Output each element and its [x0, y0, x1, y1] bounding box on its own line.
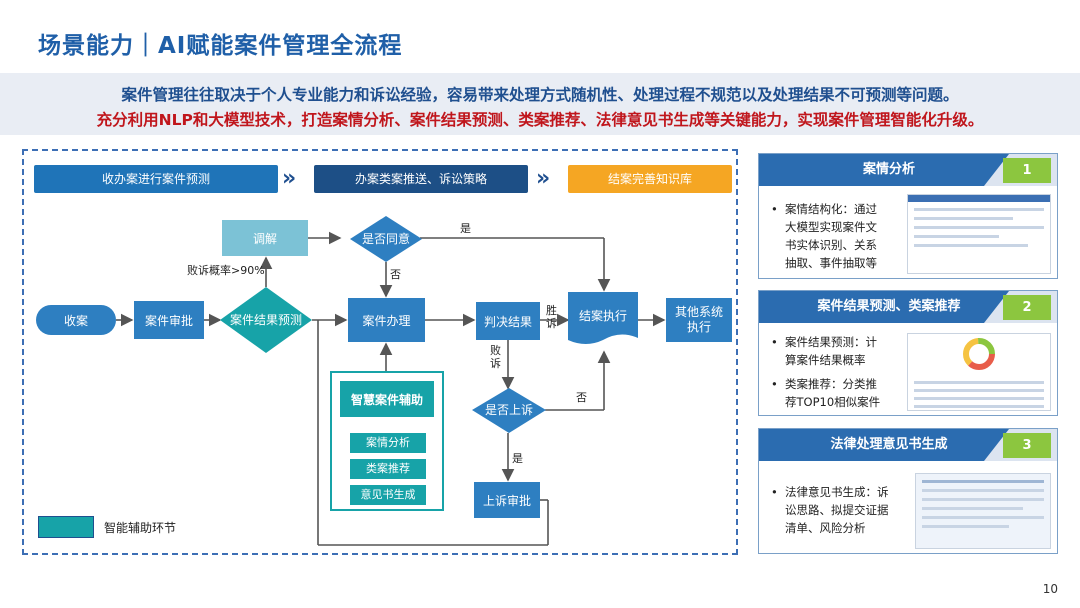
banner-line-2: 充分利用NLP和大模型技术，打造案情分析、案件结果预测、类案推荐、法律意见书生成… — [96, 111, 984, 129]
label-yes-appeal: 是 — [512, 452, 523, 465]
node-shouan: 收案 — [36, 305, 116, 335]
screenshot-thumbnail — [907, 194, 1051, 274]
label-lose: 败诉 — [490, 344, 501, 370]
flow-container — [22, 149, 738, 555]
panel-title: 案件结果预测、类案推荐 — [817, 299, 961, 314]
label-lose-rate: 败诉概率>90% — [187, 264, 265, 277]
node-close-doc-shape — [568, 292, 638, 344]
panel-case-analysis: 案情分析 1 •案情结构化：通过 大模型实现案件文 书实体识别、关系 抽取、事件… — [758, 153, 1058, 279]
screenshot-thumbnail — [907, 333, 1051, 411]
smart-item: 案情分析 — [350, 433, 426, 453]
node-case-approval: 案件审批 — [134, 301, 204, 339]
panel-number: 1 — [1003, 158, 1051, 183]
node-appeal-label: 是否上诉 — [484, 403, 533, 417]
screenshot-thumbnail — [915, 473, 1051, 549]
panel-body: •案情结构化：通过 大模型实现案件文 书实体识别、关系 抽取、事件抽取等 — [771, 202, 877, 270]
panel-title: 法律处理意见书生成 — [830, 437, 948, 452]
node-case-handling: 案件办理 — [348, 298, 425, 342]
page-number: 10 — [1042, 582, 1058, 596]
smart-item: 意见书生成 — [350, 485, 426, 505]
smart-item: 类案推荐 — [350, 459, 426, 479]
legend-label: 智能辅助环节 — [104, 521, 177, 535]
panel-body: •案件结果预测：计 算案件结果概率 •类案推荐：分类推 荐TOP10相似案件 — [771, 335, 881, 409]
stage-2: 办案类案推送、诉讼策略 — [314, 165, 528, 193]
label-no-appeal: 否 — [576, 391, 587, 404]
summary-banner: 案件管理往往取决于个人专业能力和诉讼经验，容易带来处理方式随机性、处理过程不规范… — [0, 73, 1080, 135]
panel-number: 2 — [1003, 295, 1051, 320]
node-judgment: 判决结果 — [476, 302, 540, 340]
smart-assist-title: 智慧案件辅助 — [340, 381, 434, 417]
node-appeal-diamond — [472, 388, 546, 433]
panel-prediction-recommend: 案件结果预测、类案推荐 2 •案件结果预测：计 算案件结果概率 •类案推荐：分类… — [758, 290, 1058, 416]
node-agree-diamond — [350, 216, 422, 262]
node-other-system: 其他系统执行 — [666, 298, 732, 342]
node-agree-label: 是否同意 — [361, 231, 410, 246]
panel-number: 3 — [1003, 433, 1051, 458]
legend-swatch — [38, 516, 94, 538]
node-appeal-approval: 上诉审批 — [474, 482, 540, 518]
double-chevron-icon: » — [536, 166, 551, 191]
panel-opinion-letter: 法律处理意见书生成 3 •法律意见书生成：诉 讼思路、拟提交证据 清单、风险分析 — [758, 428, 1058, 554]
double-chevron-icon: » — [282, 166, 297, 191]
label-yes-agree: 是 — [460, 222, 471, 235]
panel-body: •法律意见书生成：诉 讼思路、拟提交证据 清单、风险分析 — [771, 485, 889, 535]
smart-assist-panel: 智慧案件辅助 案情分析 类案推荐 意见书生成 — [330, 371, 444, 511]
panel-title: 案情分析 — [862, 162, 915, 177]
node-prediction-label: 案件结果预测 — [229, 312, 302, 327]
stage-3: 结案完善知识库 — [568, 165, 732, 193]
label-win: 胜诉 — [546, 304, 557, 330]
page-title: 场景能力｜AI赋能案件管理全流程 — [38, 33, 403, 59]
node-mediation: 调解 — [222, 220, 308, 256]
label-no-agree: 否 — [390, 268, 401, 281]
donut-chart-thumbnail — [963, 338, 995, 370]
banner-line-1: 案件管理往往取决于个人专业能力和诉讼经验，容易带来处理方式随机性、处理过程不规范… — [121, 86, 959, 104]
node-close-label: 结案执行 — [578, 308, 627, 323]
stage-1: 收办案进行案件预测 — [34, 165, 278, 193]
node-prediction-diamond — [220, 287, 312, 353]
